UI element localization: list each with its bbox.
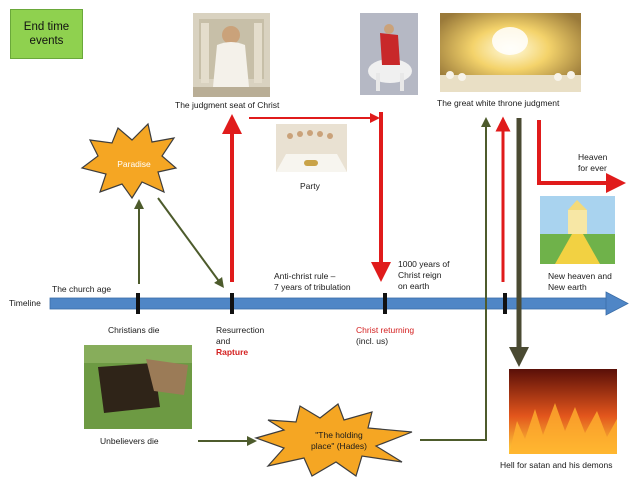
timeline-arrow <box>49 291 629 316</box>
church-age-label: The church age <box>52 284 112 294</box>
holding-line-1: "The holding <box>315 430 363 440</box>
millennium-line-3: on earth <box>398 281 430 291</box>
party-image <box>276 124 347 172</box>
antichrist-line-1: Anti-christ rule – <box>274 271 336 281</box>
incl-us-text: (incl. us) <box>356 336 389 346</box>
holding-line-2: place" (Hades) <box>311 441 367 451</box>
rapture-label: Rapture <box>216 347 249 357</box>
millennium-label: 1000 years of Christ reign on earth <box>398 259 450 292</box>
paradise-label: Paradise <box>117 159 151 169</box>
party-label: Party <box>300 181 320 191</box>
holding-place-label: "The holding place" (Hades) <box>294 430 384 452</box>
christians-die-label: Christians die <box>108 325 160 335</box>
resurrection-label: Resurrection and Rapture <box>216 325 264 358</box>
resurrection-line-1: Resurrection <box>216 325 265 335</box>
christ-returning-text: Christ returning <box>356 325 415 335</box>
judgment-seat-label: The judgment seat of Christ <box>175 100 280 110</box>
title-box: End time events <box>10 9 83 59</box>
unbelievers-die-label: Unbelievers die <box>100 436 159 446</box>
resurrection-line-2: and <box>216 336 231 346</box>
red-arrows <box>222 112 626 282</box>
hell-label: Hell for satan and his demons <box>500 460 613 470</box>
timeline-ticks <box>136 293 507 314</box>
paradise-star <box>80 122 178 200</box>
green-arrows <box>134 117 491 446</box>
millennium-line-2: Christ reign <box>398 270 442 280</box>
new-heaven-line-1: New heaven and <box>548 271 612 281</box>
new-heaven-image <box>540 196 615 264</box>
hell-image <box>509 369 617 454</box>
heaven-line-1: Heaven <box>578 152 608 162</box>
timeline-label: Timeline <box>9 298 41 308</box>
grave-image <box>84 345 192 429</box>
holding-place-star <box>254 403 413 477</box>
christ-returning-label: Christ returning (incl. us) <box>356 325 414 347</box>
millennium-line-1: 1000 years of <box>398 259 450 269</box>
antichrist-label: Anti-christ rule – 7 years of tribulatio… <box>274 271 351 293</box>
heaven-line-2: for ever <box>578 163 607 173</box>
christ-returning-image <box>360 13 418 95</box>
judgment-seat-image <box>193 13 270 97</box>
new-heaven-label: New heaven and New earth <box>548 271 612 293</box>
title-line-1: End time <box>23 21 70 33</box>
new-heaven-line-2: New earth <box>548 282 587 292</box>
heaven-label: Heaven for ever <box>578 152 607 174</box>
antichrist-line-2: 7 years of tribulation <box>274 282 351 292</box>
white-throne-label: The great white throne judgment <box>437 98 560 108</box>
white-throne-image <box>440 13 581 92</box>
title-line-2: events <box>29 35 64 47</box>
